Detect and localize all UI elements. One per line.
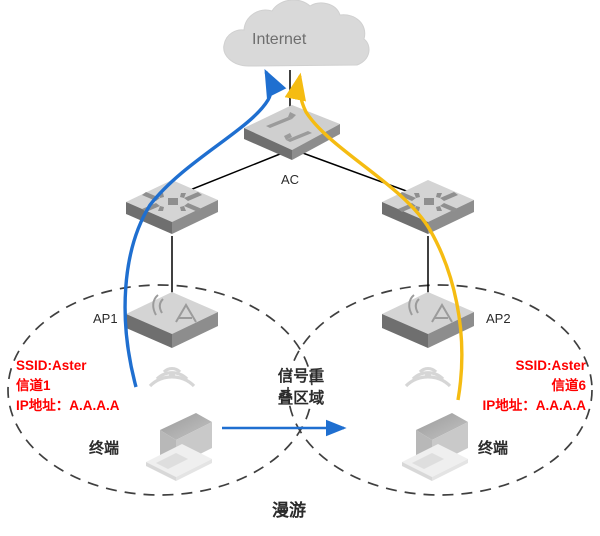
internet-label: Internet — [252, 31, 307, 48]
cell-left-channel: 信道1 — [16, 378, 51, 393]
link-ac-switch-right — [299, 151, 421, 197]
ap2-label: AP2 — [486, 311, 511, 326]
ap1-antenna-glyph — [152, 294, 197, 323]
ap2-antenna-glyph — [408, 294, 453, 323]
cell-right-channel: 信道6 — [551, 378, 586, 393]
overlap-zone-line2: 叠区域 — [277, 390, 325, 407]
ac-device — [244, 105, 340, 160]
router-arrows-right — [398, 192, 458, 212]
flow-path-yellow — [284, 72, 464, 401]
coverage-cell-left — [7, 284, 313, 496]
cell-right-ssid: SSID:Aster — [515, 358, 586, 373]
ap1-label: AP1 — [93, 311, 118, 326]
cell-right-ip: IP地址：A.A.A.A — [482, 398, 586, 413]
ap1-device — [126, 292, 218, 348]
coverage-cell-right — [287, 284, 593, 496]
internet-cloud — [223, 0, 370, 67]
cell-left-ssid: SSID:Aster — [16, 358, 87, 373]
wired-links — [171, 70, 429, 298]
ap1-signal-waves — [148, 367, 196, 388]
diagram-bottom-title: 漫游 — [272, 501, 306, 520]
ap2-device — [382, 292, 474, 348]
overlap-zone-line1: 信号重 — [277, 368, 325, 385]
terminal-right-label: 终端 — [478, 440, 509, 457]
terminal-left-device — [146, 413, 212, 481]
ac-label: AC — [281, 172, 300, 187]
terminal-left-label: 终端 — [89, 440, 120, 457]
terminal-right-device — [402, 413, 468, 481]
cell-left-ip: IP地址：A.A.A.A — [16, 398, 120, 413]
flow-path-blue — [123, 68, 287, 388]
link-ac-switch-left — [174, 151, 286, 197]
switch-right — [382, 180, 474, 234]
ap2-signal-waves — [404, 367, 452, 388]
